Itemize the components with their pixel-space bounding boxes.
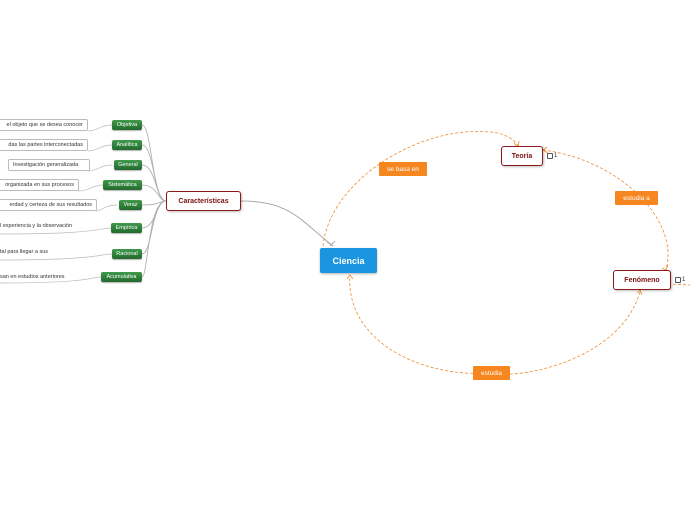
description-text: san en estudios anteriores <box>0 274 65 280</box>
subtopic-label: Analítica <box>116 142 138 148</box>
subtopic-objetiva[interactable]: Objetiva <box>112 120 142 130</box>
subtopic-veraz[interactable]: Veraz <box>119 200 142 210</box>
note-indicator-teoria[interactable]: 1 <box>547 153 557 159</box>
description-objetiva[interactable]: el objeto que se desea conocer <box>0 119 88 131</box>
subtopic-label: Veraz <box>123 202 138 208</box>
description-text: Investigación generalizada <box>13 162 79 168</box>
note-icon <box>675 277 681 283</box>
subtopic-label: Sistemática <box>108 182 137 188</box>
description-text: erdad y certeza de sus resultados <box>9 202 92 208</box>
subtopic-label: Objetiva <box>116 122 138 128</box>
relationship-se-basa-en[interactable]: se basa en <box>379 162 427 176</box>
subtopic-links <box>141 124 167 278</box>
subtopic-label: General <box>118 162 138 168</box>
desc-links <box>0 124 118 284</box>
topic-label: Fenómeno <box>624 276 660 284</box>
description-veraz[interactable]: erdad y certeza de sus resultados <box>0 199 97 211</box>
description-empirica[interactable]: l experiencia y la observación <box>0 220 86 232</box>
description-sistematica[interactable]: organizada en sus procesos <box>0 179 79 191</box>
topic-caracteristicas[interactable]: Características <box>166 191 241 211</box>
link-ciencia-caracteristicas <box>240 200 334 247</box>
central-topic-label: Ciencia <box>332 255 365 266</box>
description-analitica[interactable]: das las partes interconectadas <box>0 139 88 151</box>
note-count: 1 <box>554 153 558 159</box>
description-general[interactable]: Investigación generalizada <box>8 159 90 171</box>
central-topic-ciencia[interactable]: Ciencia <box>320 248 377 273</box>
relationship-label: se basa en <box>387 165 419 173</box>
subtopic-general[interactable]: General <box>114 160 142 170</box>
subtopic-analitica[interactable]: Analítica <box>112 140 142 150</box>
relationship-estudia[interactable]: estudia <box>473 366 510 380</box>
topic-fenomeno[interactable]: Fenómeno <box>613 270 671 290</box>
subtopic-racional[interactable]: Racional <box>112 249 142 259</box>
description-text: tal para llegar a sus <box>0 249 48 255</box>
subtopic-acumulativa[interactable]: Acumulativa <box>101 272 142 282</box>
note-icon <box>547 153 553 159</box>
description-text: organizada en sus procesos <box>5 182 74 188</box>
subtopic-sistematica[interactable]: Sistemática <box>103 180 142 190</box>
description-text: l experiencia y la observación <box>0 223 73 229</box>
description-racional[interactable]: tal para llegar a sus <box>0 246 86 258</box>
relationship-label: estudia <box>481 369 502 377</box>
description-text: das las partes interconectadas <box>8 142 83 148</box>
topic-label: Características <box>178 197 229 205</box>
topic-teoria[interactable]: Teoría <box>501 146 543 166</box>
description-acumulativa[interactable]: san en estudios anteriores <box>0 271 86 283</box>
note-indicator-fenomeno[interactable]: 1 <box>675 277 685 283</box>
description-text: el objeto que se desea conocer <box>6 122 83 128</box>
relationship-estudia-a[interactable]: estudia a <box>615 191 658 205</box>
subtopic-empirica[interactable]: Empírica <box>111 223 142 233</box>
relationship-label: estudia a <box>623 194 650 202</box>
subtopic-label: Racional <box>116 251 138 257</box>
note-count: 1 <box>682 277 686 283</box>
topic-label: Teoría <box>511 152 533 160</box>
subtopic-label: Empírica <box>115 225 138 231</box>
subtopic-label: Acumulativa <box>106 274 137 280</box>
